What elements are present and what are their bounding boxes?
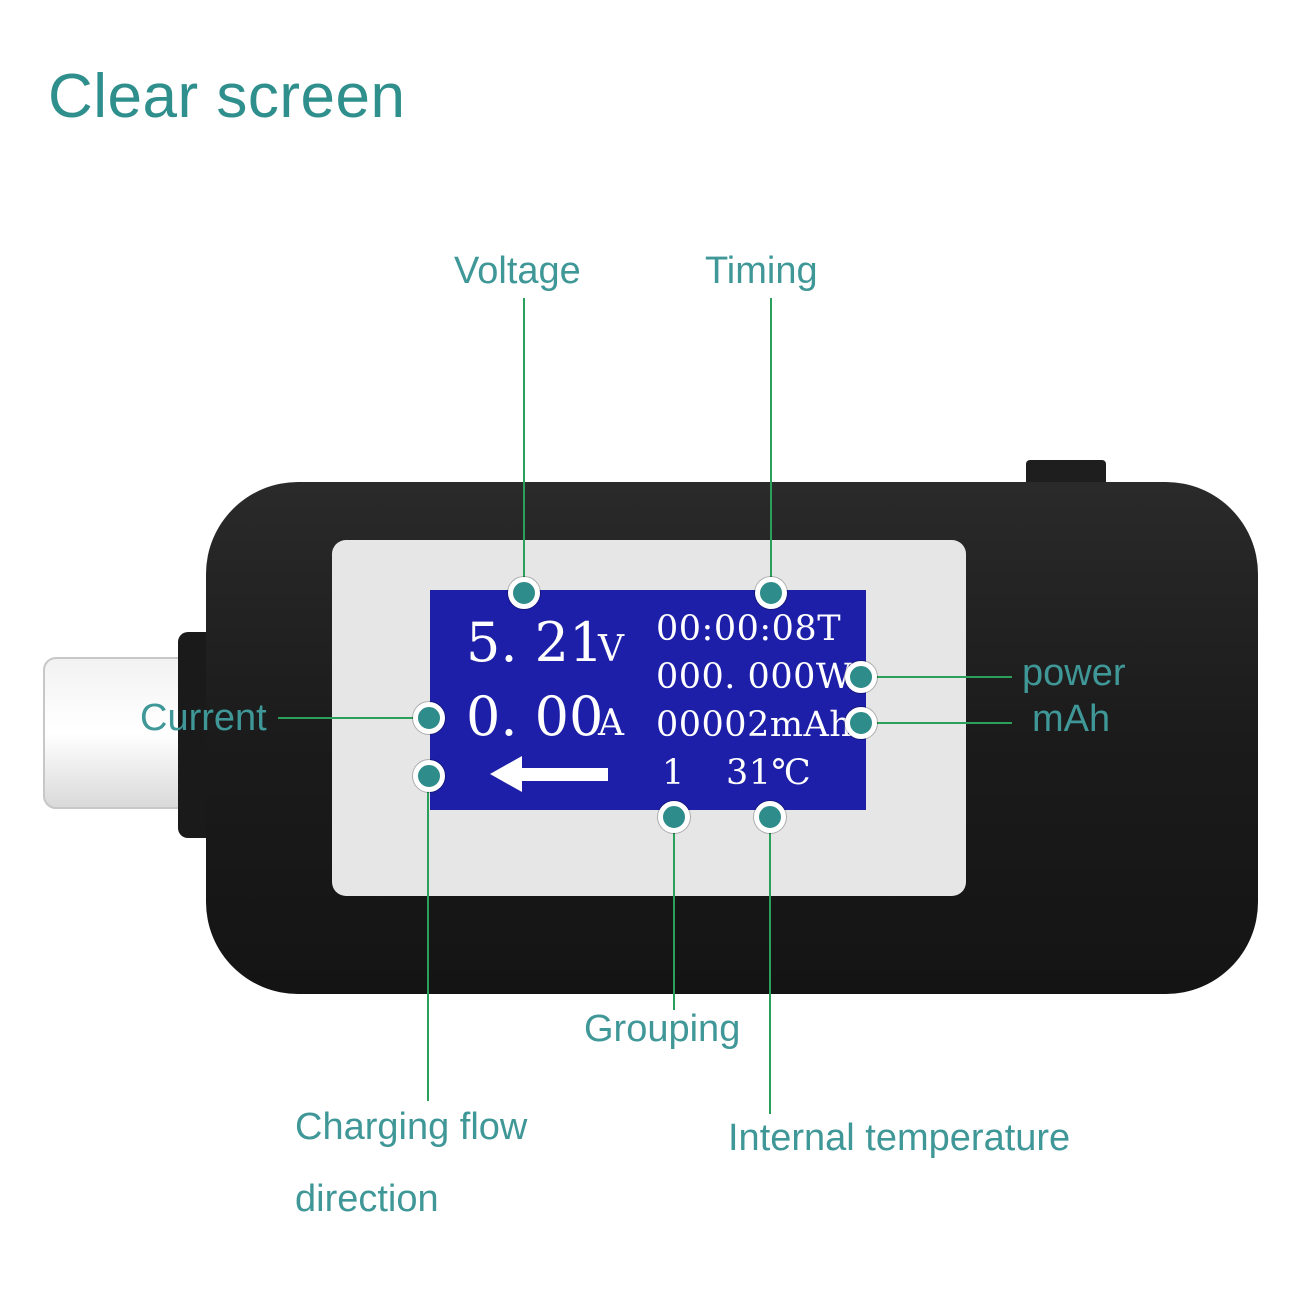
timing-callout-dot [755,577,787,609]
internal-temperature-label: Internal temperature [728,1117,1071,1159]
left-arrow-icon [490,756,608,792]
temperature-leader-line [769,818,771,1114]
charging-flow-label-line2: direction [295,1178,439,1220]
grouping-label: Grouping [584,1008,741,1050]
current-label: Current [140,697,267,739]
voltage-leader-line [523,298,525,592]
current-reading: 0. 00 [466,685,604,748]
mah-callout-dot [845,707,877,739]
power-label: power [1022,652,1126,694]
mah-label: mAh [1032,698,1111,740]
capacity-reading: 00002mAh [656,705,853,745]
grouping-callout-dot [658,801,690,833]
current-leader-line [278,717,428,719]
current-unit: A [598,703,624,744]
page-title: Clear screen [48,62,406,131]
temperature-reading: 31℃ [726,753,812,793]
mah-leader-line [860,722,1012,724]
power-reading: 000. 000W [656,657,853,697]
timing-reading: 00:00:08T [656,609,842,649]
group-reading: 1 [662,753,685,793]
power-leader-line [860,676,1012,678]
power-callout-dot [845,661,877,693]
grouping-leader-line [673,818,675,1010]
temperature-callout-dot [754,801,786,833]
current-callout-dot [413,702,445,734]
charging-flow-leader-line [427,775,429,1101]
charging-flow-callout-dot [413,760,445,792]
voltage-unit: V [598,629,624,670]
voltage-reading: 5. 21 [466,611,604,674]
charging-flow-label: Charging flow [295,1106,528,1148]
voltage-callout-dot [508,577,540,609]
timing-leader-line [770,298,772,592]
timing-label: Timing [705,250,818,292]
voltage-label: Voltage [454,250,581,292]
